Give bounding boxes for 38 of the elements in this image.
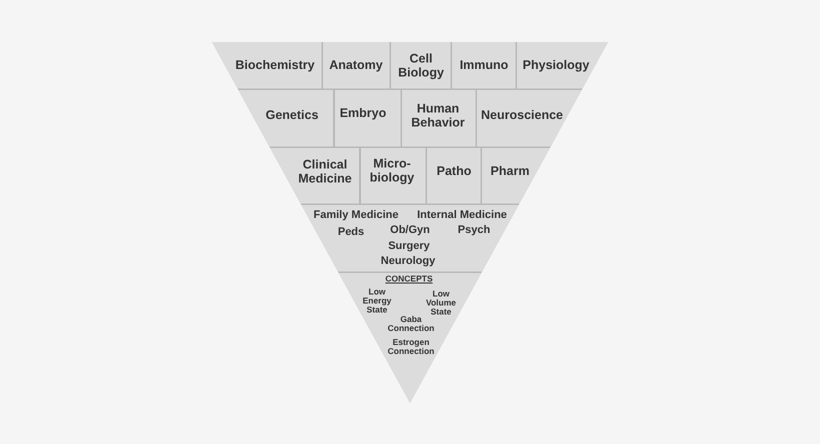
- section-label: Human Behavior: [410, 102, 466, 130]
- section-label: Low Volume State: [424, 290, 458, 316]
- section-label: Peds: [338, 226, 364, 238]
- section-label: Low Energy State: [362, 288, 392, 314]
- pyramid-section: [426, 148, 480, 204]
- pyramid-section: [212, 42, 322, 88]
- section-label: Gaba Connection: [386, 315, 434, 333]
- pyramid-section: [402, 90, 476, 146]
- section-label: Embryo: [338, 107, 388, 121]
- section-label: Anatomy: [328, 59, 384, 73]
- section-label: Immuno: [458, 59, 510, 73]
- section-label: Family Medicine: [314, 208, 398, 222]
- section-label: CONCEPTS: [385, 274, 433, 284]
- section-label: Micro- biology: [368, 157, 416, 185]
- section-label: Biochemistry: [234, 59, 316, 73]
- section-label: Patho: [436, 165, 472, 179]
- pyramid-section: [334, 90, 400, 146]
- pyramid-section: [516, 42, 608, 88]
- pyramid-section: [482, 148, 550, 204]
- section-label: Physiology: [522, 59, 590, 73]
- section-label: Cell Biology: [397, 52, 445, 80]
- pyramid-section: [476, 90, 582, 146]
- section-label: Clinical Medicine: [297, 158, 353, 186]
- section-label: Pharm: [490, 165, 530, 179]
- section-label: Ob/Gyn: [390, 224, 430, 236]
- section-label: Genetics: [264, 109, 320, 123]
- section-label: Internal Medicine: [417, 208, 507, 222]
- pyramid-section: [452, 42, 516, 88]
- section-label: Neuroscience: [480, 109, 564, 123]
- pyramid-section: [270, 148, 360, 204]
- section-label: Neurology: [380, 254, 436, 268]
- section-label: Psych: [458, 224, 490, 236]
- pyramid-section: [322, 42, 390, 88]
- pyramid-section: [390, 42, 450, 88]
- section-label: Estrogen Connection: [386, 338, 436, 356]
- pyramid-section: [238, 90, 334, 146]
- pyramid-section: [360, 148, 426, 204]
- section-label: Surgery: [388, 240, 430, 252]
